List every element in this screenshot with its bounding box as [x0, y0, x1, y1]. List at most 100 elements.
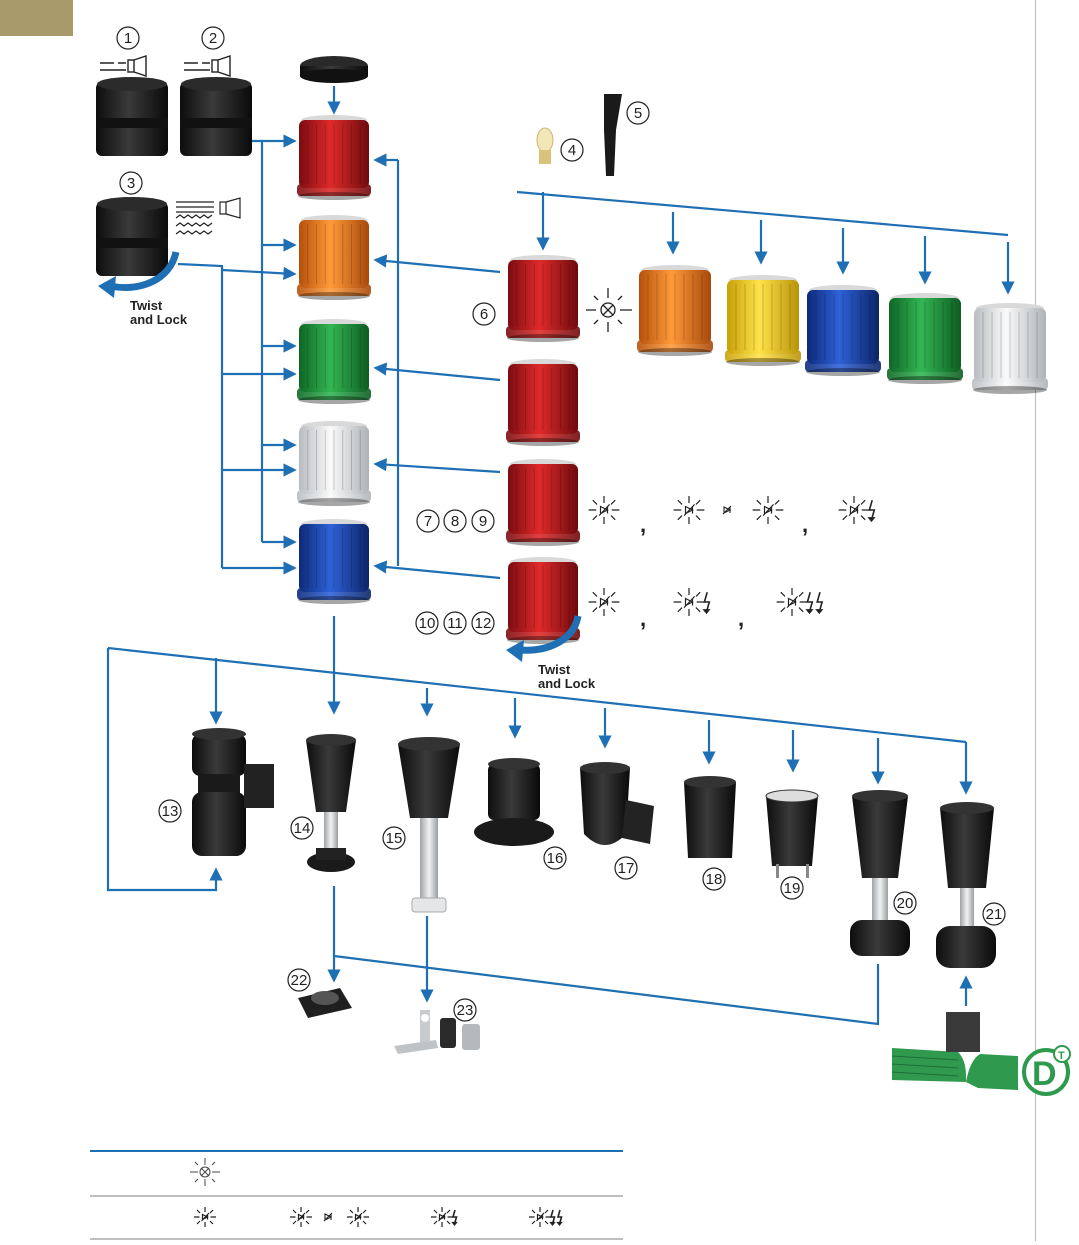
callout-12: 12 [471, 611, 495, 635]
stack-module-red [297, 115, 371, 200]
callout-7: 7 [416, 509, 440, 533]
led-blink-icon [752, 496, 784, 524]
callout-20: 20 [893, 891, 917, 915]
led-blink-icon [347, 1207, 369, 1227]
signal-module-red-2 [506, 359, 580, 446]
page-edge-rule [1035, 0, 1036, 1241]
callout-13: 13 [158, 799, 182, 823]
base-16-flange [474, 758, 554, 846]
legend-table [90, 1150, 623, 1240]
led-single-flash-icon [673, 588, 711, 616]
asi-logo-icon: D T [1022, 1045, 1071, 1096]
base-13-wall-mount [192, 728, 274, 856]
sounder-module-2 [180, 77, 252, 156]
twist-lock-label-line1: Twist [130, 298, 163, 313]
led-blink-icon [673, 496, 705, 524]
base-15-long-tube [398, 737, 460, 913]
base-17-angled [580, 762, 654, 845]
callout-9: 9 [471, 509, 495, 533]
callout-number: 23 [457, 1002, 474, 1019]
callout-number: 21 [986, 906, 1003, 923]
legend-graphics [90, 1150, 623, 1240]
row-module-clear [972, 303, 1048, 394]
callout-number: 13 [162, 803, 179, 820]
callout-17: 17 [614, 856, 638, 880]
callout-number: 12 [475, 615, 492, 632]
horn-icon [184, 55, 231, 77]
accessory-22-mounting-bracket [298, 988, 352, 1018]
led-double-flash-icon [776, 588, 824, 616]
callout-number: 22 [291, 972, 308, 989]
callout-11: 11 [443, 611, 467, 635]
row-module-yellow [725, 275, 801, 366]
twist-lock-label-line2: and Lock [130, 312, 188, 327]
callout-2: 2 [201, 26, 225, 50]
led-blink-icon [722, 505, 732, 515]
callout-15: 15 [382, 826, 406, 850]
callout-number: 3 [127, 175, 135, 192]
led-single-flash-icon [431, 1207, 458, 1227]
signal-module-red-4 [506, 557, 580, 644]
callout-number: 6 [480, 306, 488, 323]
callout-number: 4 [568, 142, 576, 159]
twist-lock-label-line2: and Lock [538, 676, 596, 691]
separator-comma: , [640, 512, 646, 537]
stack-module-orange [297, 215, 371, 300]
legend-row-lamp [190, 1158, 220, 1186]
base-18-tube-mount [684, 776, 736, 858]
led-icon [194, 1207, 216, 1227]
callout-number: 2 [209, 30, 217, 47]
accessory-23-fixings [394, 1010, 480, 1054]
sounder-module-3 [96, 197, 168, 276]
legend-row-led [194, 1207, 563, 1227]
callout-number: 11 [447, 615, 463, 632]
callout-23: 23 [453, 998, 477, 1022]
asi-flat-cable [891, 1012, 1018, 1090]
callout-19: 19 [780, 876, 804, 900]
led-icon [588, 588, 620, 616]
callout-number: 20 [897, 895, 914, 912]
row-module-green [887, 293, 963, 384]
horn-icon [175, 197, 241, 235]
callout-21: 21 [982, 902, 1006, 926]
callout-14: 14 [290, 816, 314, 840]
callout-number: 19 [784, 880, 801, 897]
led-icon [588, 496, 620, 524]
callout-number: 14 [294, 820, 311, 837]
lamp-cross-icon [190, 1158, 220, 1186]
callout-number: 9 [479, 513, 487, 530]
led-element [604, 94, 622, 176]
callout-4: 4 [560, 138, 584, 162]
callout-number: 17 [618, 860, 635, 877]
callout-number: 16 [547, 850, 564, 867]
base-14-short-tube [306, 734, 356, 872]
horn-icon [100, 55, 147, 77]
twist-lock-arrow [98, 251, 180, 298]
base-21-asi-base [936, 802, 996, 968]
corner-tab [0, 0, 73, 36]
callout-number: 7 [424, 513, 432, 530]
separator-comma: , [640, 606, 646, 631]
row-module-blue [805, 285, 881, 376]
row-module-orange [637, 265, 713, 356]
base-19-panel-mount [765, 789, 819, 878]
signal-module-red-3 [506, 459, 580, 546]
top-cap [300, 56, 368, 83]
callout-number: 15 [386, 830, 403, 847]
sounder-module-1 [96, 77, 168, 156]
callout-number: 18 [706, 871, 723, 888]
led-blink-icon [290, 1207, 312, 1227]
base-20-pole-mount [850, 790, 910, 956]
twist-lock-label-line1: Twist [538, 662, 571, 677]
flow-lines [106, 86, 1015, 1026]
separator-comma: , [802, 512, 808, 537]
callout-6: 6 [472, 302, 496, 326]
stack-module-blue [297, 519, 371, 604]
asi-logo-sup: T [1058, 1050, 1065, 1062]
lamp-cross-icon [586, 288, 632, 332]
callout-3: 3 [119, 171, 143, 195]
callout-18: 18 [702, 867, 726, 891]
led-double-flash-icon [529, 1207, 563, 1227]
callout-16: 16 [543, 846, 567, 870]
